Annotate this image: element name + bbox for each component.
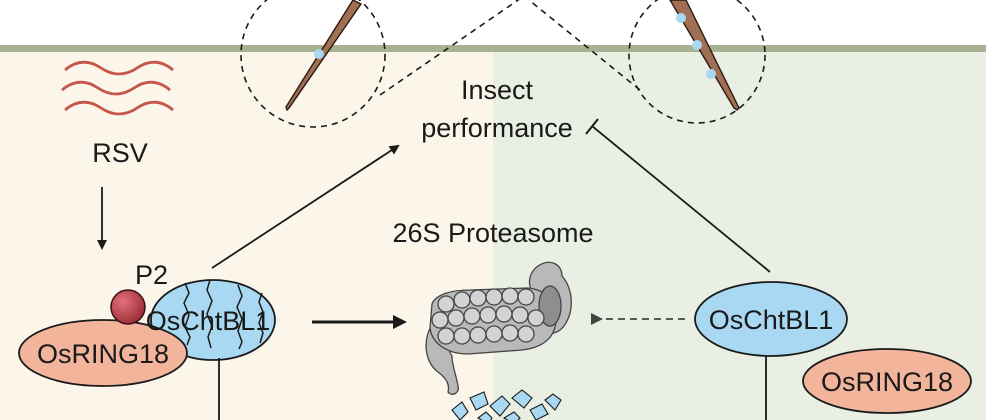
zoom-circle-right [628, 0, 766, 124]
oschtbl1-left-label: OsChtBL1 [146, 306, 271, 336]
virion-right-1 [676, 13, 686, 23]
rsv-label: RSV [92, 138, 148, 168]
rsv-wave-3 [64, 100, 174, 116]
ground-line [0, 45, 986, 52]
inhibition-bar [585, 118, 599, 135]
proteasome-beads [431, 287, 545, 345]
insect-performance-line1: Insect [461, 75, 534, 105]
oschtbl1-left [150, 279, 276, 361]
inhibition-line [591, 125, 771, 273]
osring18-left [18, 319, 188, 387]
osring18-right-label: OsRING18 [821, 367, 953, 397]
p2-sphere [110, 289, 146, 325]
crack-3 [236, 284, 243, 350]
stylet-right [669, 0, 740, 111]
arrow-to-insect-performance [211, 144, 400, 269]
zoom-circle-left [240, 0, 386, 128]
proteasome-graphic [425, 261, 572, 395]
proteasome-opening [538, 285, 562, 327]
virion-right-2 [692, 40, 702, 50]
insect-performance-line2: performance [421, 113, 573, 143]
virion-right-3 [706, 69, 716, 79]
osring18-right [802, 348, 972, 414]
oschtbl1-right-label: OsChtBL1 [709, 305, 834, 335]
osring18-left-label: OsRING18 [37, 339, 169, 369]
oschtbl1-right [694, 281, 848, 357]
p2-label: P2 [135, 260, 168, 290]
rsv-wave-2 [61, 80, 171, 96]
proteasome-label: 26S Proteasome [392, 218, 593, 248]
zoom-connector-right [527, 0, 641, 91]
crack-2 [206, 279, 213, 349]
virion-left [314, 49, 324, 59]
crack-1 [183, 282, 191, 346]
degraded-fragments [451, 389, 562, 420]
crack-4 [258, 292, 264, 344]
zoom-connector-left [379, 0, 520, 96]
rsv-wave-1 [64, 60, 174, 76]
